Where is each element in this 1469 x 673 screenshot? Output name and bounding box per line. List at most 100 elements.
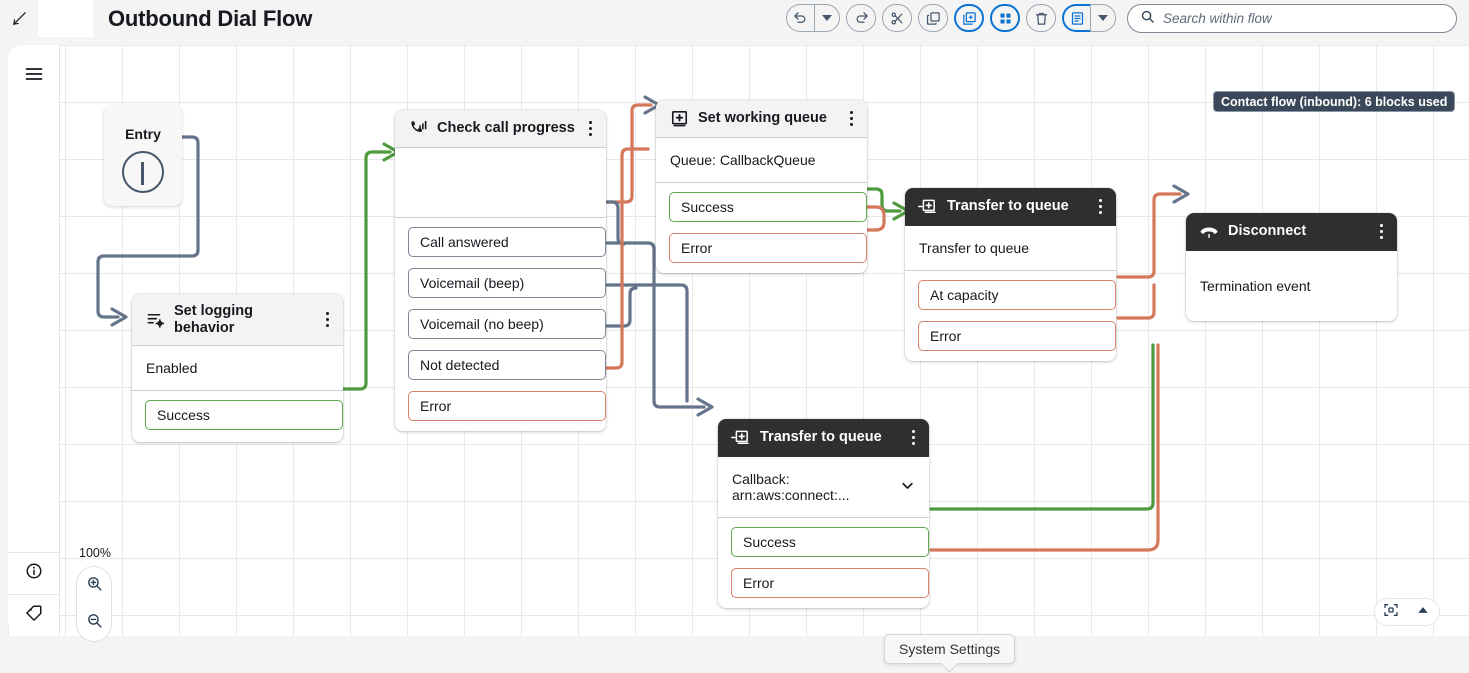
search-input[interactable] <box>1163 11 1444 26</box>
node-body-text: Termination event <box>1200 278 1311 294</box>
port-error[interactable]: Error <box>731 568 929 598</box>
zoom-out-icon <box>86 612 103 634</box>
rename-flow-button[interactable] <box>0 0 38 37</box>
node-menu-button[interactable] <box>1095 197 1106 216</box>
node-check-call-progress[interactable]: Check call progress Call answered Voicem… <box>395 110 606 431</box>
port-voicemail-beep[interactable]: Voicemail (beep) <box>408 268 606 298</box>
node-disconnect[interactable]: Disconnect Termination event <box>1186 213 1397 321</box>
arrowhead-disconnect <box>1172 184 1190 204</box>
title-spacer <box>38 0 93 37</box>
entry-circle-icon <box>122 151 164 193</box>
triangle-up-icon <box>1415 604 1431 621</box>
node-menu-button[interactable] <box>322 310 333 329</box>
fit-to-screen-button[interactable] <box>1383 602 1399 623</box>
node-body: Termination event <box>1186 251 1397 321</box>
node-entry[interactable]: Entry <box>104 105 182 206</box>
edge-voicemail-beep <box>605 241 706 409</box>
transfer-queue-icon <box>731 428 751 447</box>
arrowhead-transfer2 <box>696 397 714 417</box>
edge-progress-error-to-workqueue <box>605 103 653 204</box>
canvas-view-controls <box>1374 598 1440 626</box>
pencil-icon <box>11 10 28 27</box>
caret-down-icon <box>822 15 832 21</box>
zoom-out-button[interactable] <box>86 604 103 641</box>
info-button[interactable] <box>8 552 60 594</box>
zoom-in-icon <box>86 575 103 597</box>
edge-transfer2-error <box>929 343 1160 552</box>
copy-button[interactable] <box>918 4 948 32</box>
chevron-down-icon[interactable] <box>900 478 915 496</box>
node-header[interactable]: Transfer to queue <box>718 419 929 457</box>
node-transfer-to-queue-2[interactable]: Transfer to queue Callback: arn:aws:conn… <box>718 419 929 608</box>
rail-top-group <box>8 53 60 99</box>
left-rail <box>8 45 60 636</box>
tag-button[interactable] <box>8 594 60 636</box>
zoom-in-button[interactable] <box>86 567 103 604</box>
phone-hangup-icon <box>1199 222 1219 241</box>
connector-layer <box>96 95 1190 552</box>
note-icon <box>1070 11 1085 26</box>
cut-button[interactable] <box>882 4 912 32</box>
search-icon <box>1140 9 1155 29</box>
notes-button[interactable] <box>1062 4 1090 32</box>
edge-transfer1-error <box>1116 283 1156 320</box>
node-header[interactable]: Transfer to queue <box>905 188 1116 226</box>
port-at-capacity[interactable]: At capacity <box>918 280 1116 310</box>
delete-button[interactable] <box>1026 4 1056 32</box>
scissors-icon <box>890 11 905 26</box>
status-badge: Contact flow (inbound): 6 blocks used <box>1213 91 1456 112</box>
port-error[interactable]: Error <box>669 233 867 263</box>
port-success[interactable]: Success <box>145 400 343 431</box>
grid-squares-icon <box>998 11 1013 26</box>
group-button[interactable] <box>990 4 1020 32</box>
node-menu-button[interactable] <box>908 428 919 447</box>
node-set-logging-behavior[interactable]: Set logging behavior Enabled Success <box>132 294 343 443</box>
node-ports: At capacity Error <box>905 270 1116 361</box>
copy-icon <box>926 11 941 26</box>
node-header[interactable]: Set working queue <box>656 100 867 138</box>
undo-icon <box>793 11 808 26</box>
node-body: Enabled <box>132 346 343 390</box>
port-not-detected[interactable]: Not detected <box>408 350 606 380</box>
edge-logging-to-progress <box>342 150 392 391</box>
menu-button[interactable] <box>8 53 60 99</box>
port-success[interactable]: Success <box>731 527 929 557</box>
node-menu-button[interactable] <box>1376 222 1387 241</box>
flow-canvas[interactable]: Entry Set logging behavior Enabled Succe… <box>8 45 1469 636</box>
app-header: Outbound Dial Flow <box>0 0 1469 37</box>
node-title: Disconnect <box>1228 223 1307 240</box>
node-menu-button[interactable] <box>846 109 857 128</box>
caret-down-icon <box>1098 15 1108 21</box>
search-container[interactable] <box>1127 4 1457 33</box>
duplicate-button[interactable] <box>954 4 984 32</box>
node-ports: Call answered Voicemail (beep) Voicemail… <box>395 217 606 431</box>
queue-add-icon <box>669 109 689 128</box>
undo-button[interactable] <box>786 4 814 32</box>
page-title: Outbound Dial Flow <box>108 5 313 31</box>
node-set-working-queue[interactable]: Set working queue Queue: CallbackQueue S… <box>656 100 867 273</box>
node-header[interactable]: Check call progress <box>395 110 606 148</box>
port-success[interactable]: Success <box>669 192 867 222</box>
port-call-answered[interactable]: Call answered <box>408 227 606 257</box>
zoom-controls <box>76 566 112 642</box>
node-menu-button[interactable] <box>585 119 596 138</box>
node-title: Set working queue <box>698 110 827 127</box>
collapse-panel-button[interactable] <box>1415 603 1431 622</box>
edge-workqueue-error <box>864 205 886 232</box>
port-voicemail-no-beep[interactable]: Voicemail (no beep) <box>408 309 606 339</box>
rail-bottom-group <box>8 552 60 636</box>
logging-gear-icon <box>145 310 165 329</box>
node-body <box>395 148 606 217</box>
edge-workqueue-success <box>866 187 902 213</box>
redo-button[interactable] <box>846 4 876 32</box>
undo-dropdown[interactable] <box>814 4 840 32</box>
notes-dropdown[interactable] <box>1090 4 1116 32</box>
port-error[interactable]: Error <box>408 391 606 421</box>
node-transfer-to-queue-1[interactable]: Transfer to queue Transfer to queue At c… <box>905 188 1116 361</box>
port-error[interactable]: Error <box>918 321 1116 351</box>
node-body-text: Enabled <box>146 360 198 377</box>
node-body[interactable]: Callback: arn:aws:connect:... <box>718 457 929 517</box>
edge-transfer1-atcapacity <box>1116 192 1182 279</box>
node-header[interactable]: Disconnect <box>1186 213 1397 251</box>
node-header[interactable]: Set logging behavior <box>132 294 343 347</box>
